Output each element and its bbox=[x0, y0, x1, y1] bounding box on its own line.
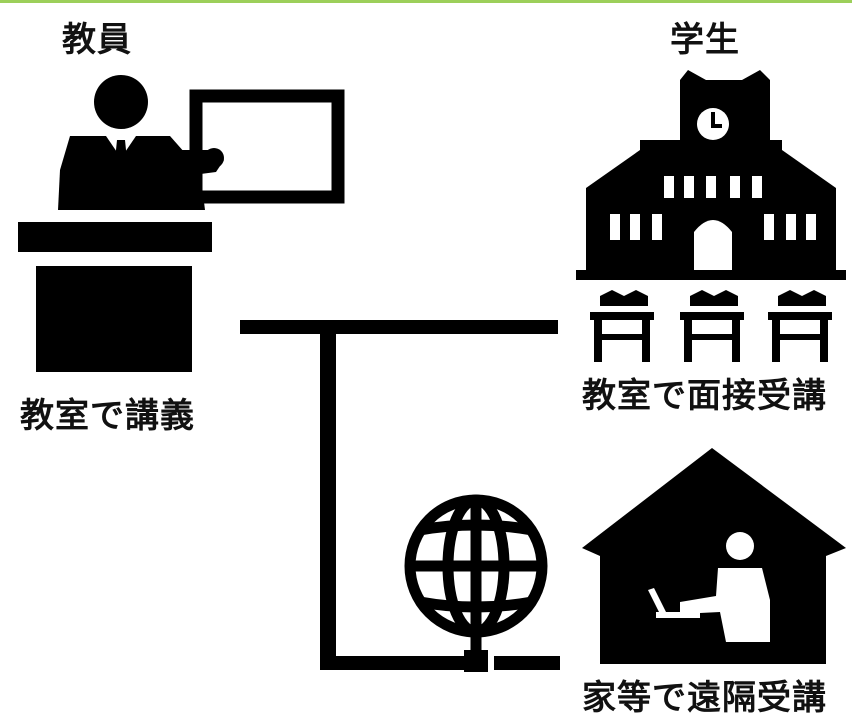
classroom-in-person-label: 教室で面接受講 bbox=[582, 376, 827, 416]
school-building-icon bbox=[576, 70, 846, 280]
teacher-label: 教員 bbox=[62, 20, 132, 60]
remote-learner-house-icon bbox=[582, 448, 846, 664]
network-connector-lines bbox=[240, 320, 560, 670]
student-label: 学生 bbox=[670, 20, 740, 60]
top-accent-bar bbox=[0, 0, 852, 3]
internet-globe-icon bbox=[404, 494, 548, 672]
teacher-at-podium-icon bbox=[18, 75, 345, 372]
student-desk-icon bbox=[590, 290, 832, 362]
classroom-lecture-label: 教室で講義 bbox=[20, 396, 195, 436]
remote-home-label: 家等で遠隔受講 bbox=[582, 678, 827, 718]
